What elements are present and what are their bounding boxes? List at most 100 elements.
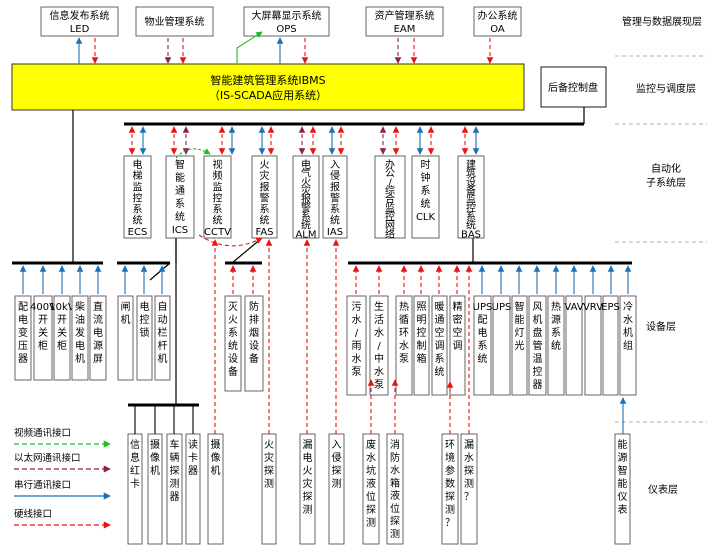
connections [19, 31, 632, 434]
top-system-code: EAM [394, 24, 416, 35]
device-box-9: 防排烟设备 [244, 295, 264, 392]
instrument-label: 入侵探测 [332, 440, 342, 490]
layer-label-monitor: 监控与调度层 [636, 82, 696, 95]
top-system-label: 信息发布系统 [50, 9, 110, 22]
instrument-label: 漏水探测？ [464, 439, 474, 503]
device-label: 电控锁 [140, 300, 150, 339]
device-box-20: 热源系统 [547, 295, 565, 396]
legend-label: 硬线接口 [14, 508, 52, 520]
layer-label-device: 设备层 [646, 320, 676, 333]
device-box-23: EPS [601, 295, 620, 396]
top-system-label: 资产管理系统 [375, 9, 435, 22]
device-label: 防排烟设备 [249, 300, 259, 365]
device-box-17: UPS [492, 295, 512, 396]
device-box-7: 自动栏杆机 [154, 295, 171, 381]
device-box-21: VAV [564, 295, 584, 396]
device-label: UPS [492, 302, 512, 313]
instrument-label: 能源智能仪表 [618, 438, 628, 516]
ibms-title: 智能建筑管理系统IBMS [210, 73, 325, 87]
svg-text:子系统层: 子系统层 [646, 176, 686, 189]
device-box-19: 风机盘管温控器 [528, 295, 547, 396]
device-label: 自动栏杆机 [158, 300, 168, 365]
layer-label-mgmt: 管理与数据展现层 [622, 15, 702, 28]
instrument-label: 摄像机 [150, 438, 160, 477]
instrument-label: 信息红卡 [130, 439, 140, 490]
instrument-label: 车辆探测器 [170, 438, 180, 503]
device-label: 闸机 [121, 300, 131, 326]
backup-panel-label: 后备控制盘 [548, 81, 598, 94]
layer-separators [615, 55, 707, 423]
instrument-box-10: 环境参数探测？ [441, 433, 459, 545]
device-label: VAV [564, 302, 583, 313]
instrument-box-11: 漏水探测？ [460, 433, 478, 545]
device-label: 冷水机组 [623, 300, 633, 352]
ibms-box [11, 63, 525, 111]
instrument-label: 环境参数探测？ [445, 440, 455, 529]
device-label: VRV [583, 302, 603, 313]
top-system-code: LED [70, 24, 90, 35]
instrument-box-7: 入侵探测 [328, 433, 345, 545]
top-system-label: 物业管理系统 [145, 15, 205, 28]
layer-label-instrument: 仪表层 [648, 483, 678, 496]
instrument-box-8: 废水坑液位探测 [362, 433, 380, 545]
top-system-1: 物业管理系统 [135, 6, 214, 37]
legend-item-1: 以太网通讯接口 [14, 452, 111, 473]
device-label: 暖通空调系统 [435, 300, 445, 378]
device-label: 照明控制箱 [417, 301, 427, 365]
device-label: 柴油发电机 [75, 300, 85, 365]
device-box-5: 闸机 [117, 295, 134, 381]
device-box-4: 直流电源屏 [89, 295, 107, 381]
device-label: 热循环水泵 [399, 300, 409, 365]
top-system-label: 大屏幕显示系统 [252, 9, 322, 22]
instrument-box-4: 摄像机 [207, 433, 224, 545]
device-label: 污水/雨水泵 [352, 301, 362, 378]
legend-label: 视频通讯接口 [14, 427, 71, 439]
device-label: 生活水/中水泵 [374, 300, 384, 391]
instrument-box-9: 消防水箱液位探测 [386, 433, 404, 545]
instrument-label: 摄像机 [211, 438, 221, 477]
instrument-label: 废水坑液位探测 [366, 438, 376, 529]
legend-label: 串行通讯接口 [14, 479, 71, 491]
top-system-code: OPS [276, 24, 296, 35]
legend-item-2: 串行通讯接口 [14, 479, 111, 500]
instrument-label: 火灾探测 [264, 439, 274, 490]
device-label: 热源系统 [551, 300, 561, 352]
top-system-0: 信息发布系统 LED [40, 6, 119, 37]
ibms-subtitle: （IS-SCADA应用系统） [209, 88, 327, 102]
device-box-6: 电控锁 [136, 295, 153, 381]
device-box-0: 配电变压器 [14, 295, 32, 381]
top-system-2: 大屏幕显示系统 OPS [243, 6, 330, 37]
legend-item-3: 硬线接口 [14, 508, 111, 529]
subsystem-box-6: 办公/综合监控网络 [374, 155, 406, 240]
backup-panel [540, 66, 607, 108]
device-box-10: 污水/雨水泵 [346, 295, 367, 396]
device-box-22: VRV [583, 295, 603, 396]
instrument-label: 读卡器 [188, 438, 198, 477]
instrument-label: 消防水箱液位探测 [390, 438, 400, 540]
device-box-15: 精密空调 [449, 295, 466, 396]
device-label: 精密空调 [453, 300, 463, 352]
device-label: 智能灯光 [515, 300, 525, 352]
svg-text:自动化: 自动化 [651, 162, 681, 175]
legend-item-0: 视频通讯接口 [14, 427, 111, 448]
device-label: 配电变压器 [18, 301, 28, 365]
